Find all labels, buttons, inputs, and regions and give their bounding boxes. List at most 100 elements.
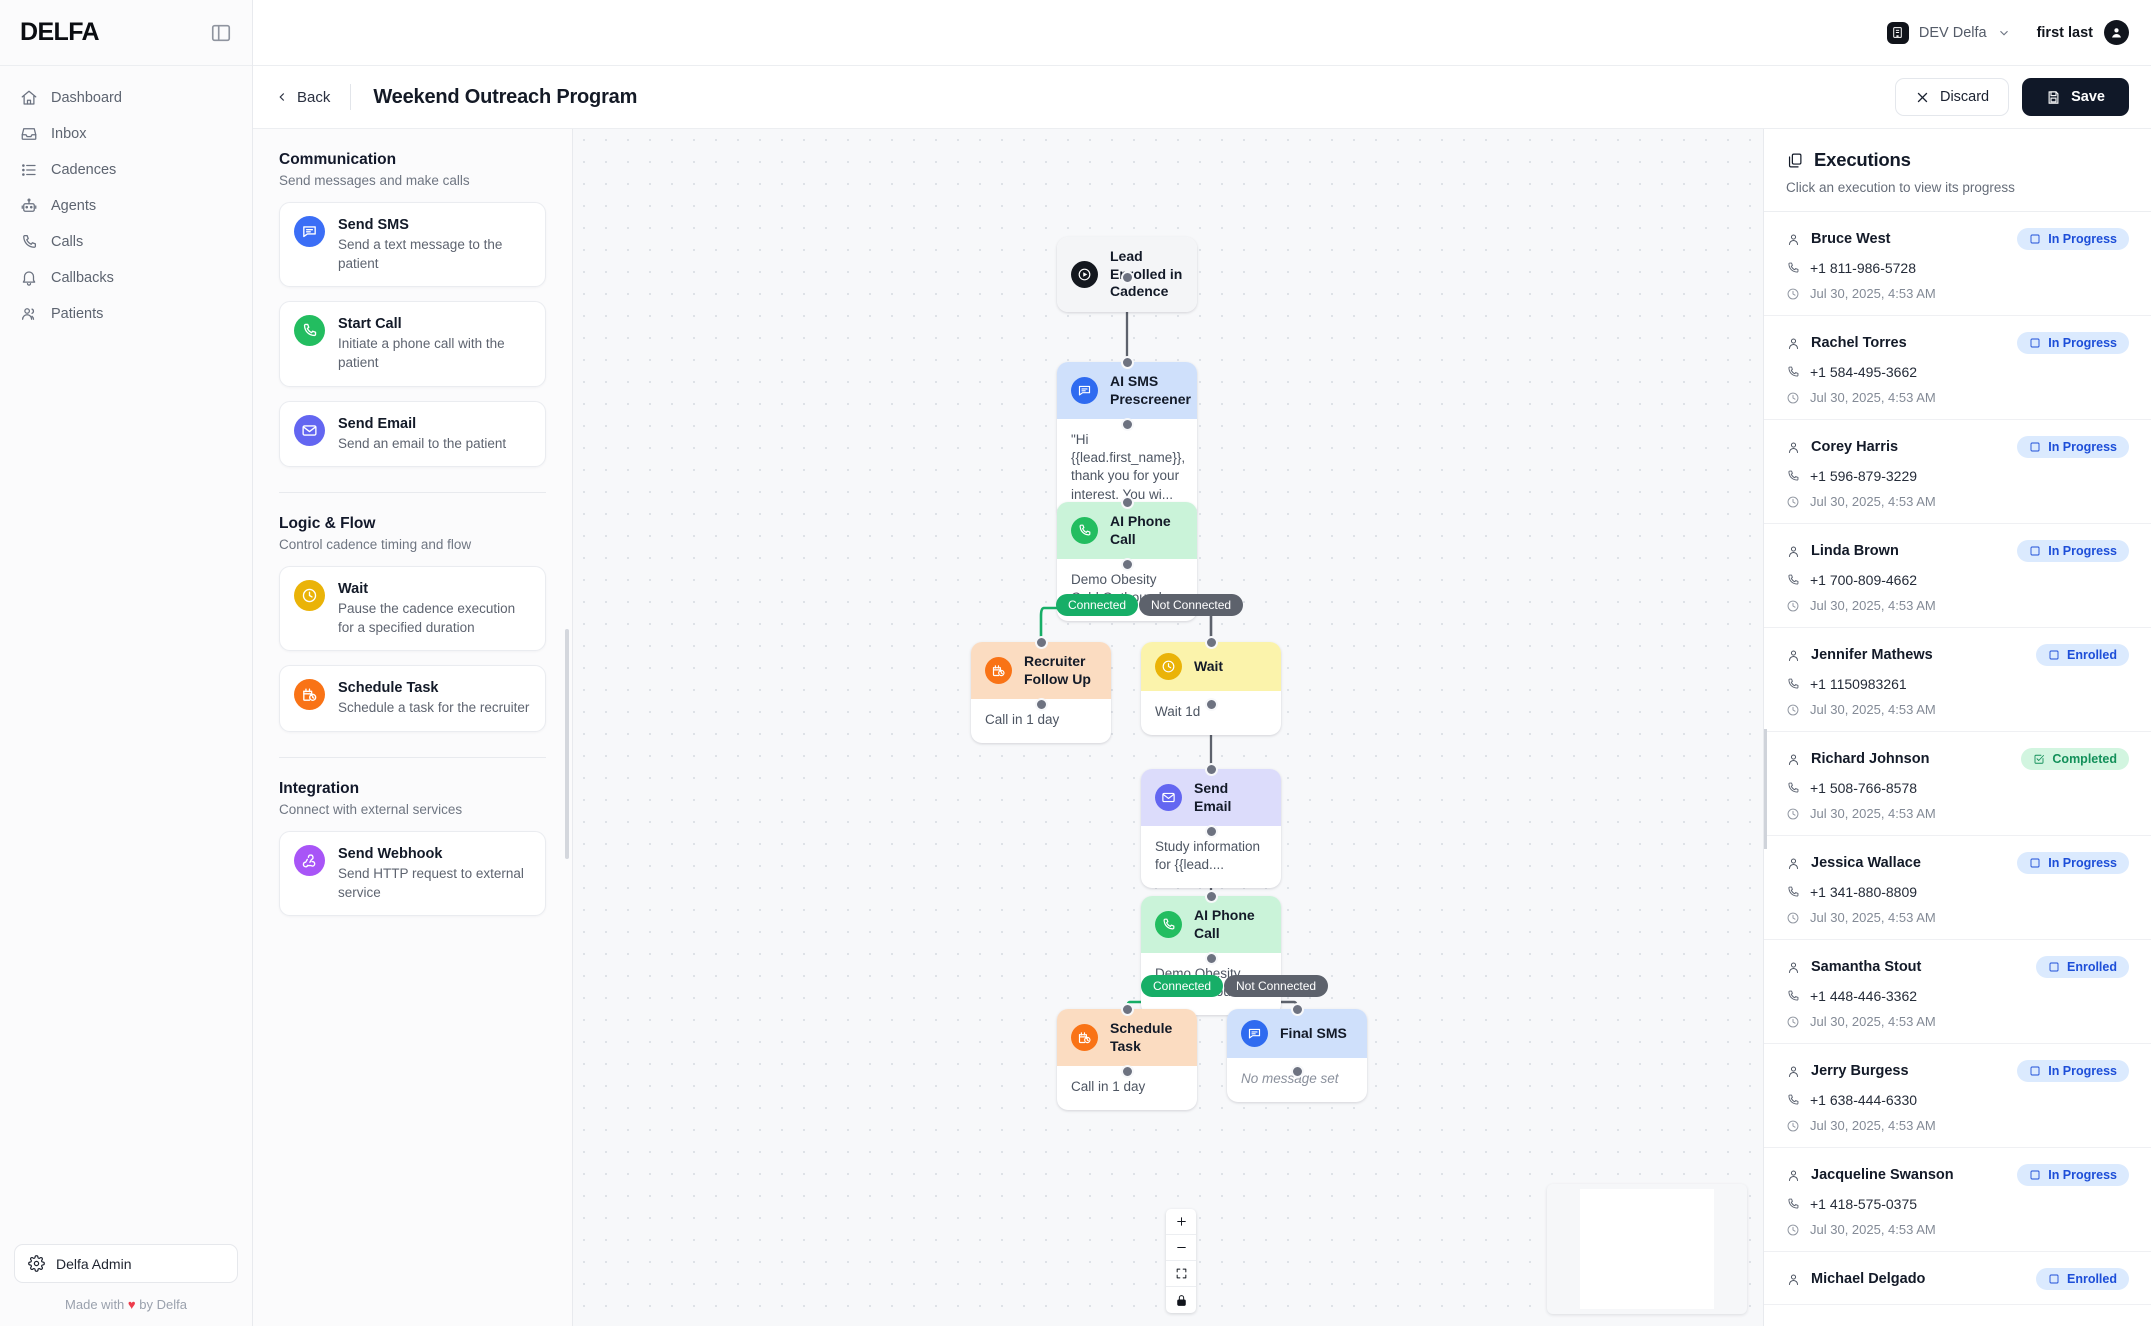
save-disk-icon <box>2048 90 2059 104</box>
execution-row[interactable]: Jessica Wallace In Progress +1 341-880-8… <box>1764 836 2151 940</box>
sidebar-item-callbacks[interactable]: Callbacks <box>0 260 252 296</box>
footer-suffix: by Delfa <box>139 1297 187 1312</box>
sidebar-item-agents[interactable]: Agents <box>0 188 252 224</box>
sidebar-item-dashboard[interactable]: Dashboard <box>0 80 252 116</box>
execution-row[interactable]: Richard Johnson Completed +1 508-766-857… <box>1764 732 2151 836</box>
admin-button[interactable]: Delfa Admin <box>14 1244 238 1283</box>
node-handle[interactable] <box>1204 951 1218 965</box>
zoom-out-icon[interactable] <box>1166 1235 1196 1261</box>
node-handle[interactable] <box>1204 824 1218 838</box>
flow-node-title: Schedule Task <box>1110 1020 1173 1054</box>
back-button[interactable]: Back <box>275 89 350 106</box>
zoom-in-icon[interactable] <box>1166 1209 1196 1235</box>
save-button-label: Save <box>2071 89 2105 105</box>
executions-scrollbar[interactable] <box>1764 729 1767 849</box>
phone-icon <box>1788 782 1799 793</box>
org-switcher[interactable]: DEV Delfa <box>1886 21 2011 44</box>
node-handle[interactable] <box>1034 697 1048 711</box>
chat-bubble-icon <box>1071 377 1098 404</box>
node-handle[interactable] <box>1120 270 1134 284</box>
execution-row[interactable]: Bruce West In Progress +1 811-986-5728 J… <box>1764 212 2151 316</box>
status-badge: In Progress <box>2017 852 2129 874</box>
node-handle[interactable] <box>1204 635 1218 649</box>
chevron-left-icon <box>279 93 285 101</box>
toolbar-divider <box>350 84 352 110</box>
execution-row[interactable]: Samantha Stout Enrolled +1 448-446-3362 … <box>1764 940 2151 1044</box>
execution-name: Jacqueline Swanson <box>1811 1167 1954 1183</box>
node-handle[interactable] <box>1034 635 1048 649</box>
node-handle[interactable] <box>1290 1064 1304 1078</box>
palette-group-title: Logic & Flow <box>279 515 376 533</box>
sidebar-item-calls[interactable]: Calls <box>0 224 252 260</box>
execution-row[interactable]: Linda Brown In Progress +1 700-809-4662 … <box>1764 524 2151 628</box>
minimap[interactable] <box>1547 1184 1747 1314</box>
panel-collapse-icon[interactable] <box>210 22 232 44</box>
status-badge: Completed <box>2021 748 2129 770</box>
sidebar-item-inbox[interactable]: Inbox <box>0 116 252 152</box>
node-handle[interactable] <box>1204 889 1218 903</box>
node-handle[interactable] <box>1120 417 1134 431</box>
status-badge-label: In Progress <box>2048 440 2117 454</box>
sidebar-item-cadences[interactable]: Cadences <box>0 152 252 188</box>
clock-icon <box>294 580 325 612</box>
status-badge-label: In Progress <box>2048 1064 2117 1078</box>
palette-card-title: Send Webhook <box>338 846 443 862</box>
fit-view-icon[interactable] <box>1166 1261 1196 1287</box>
discard-button[interactable]: Discard <box>1894 78 2010 116</box>
person-icon <box>1788 441 1799 453</box>
clock-icon <box>1787 288 1799 299</box>
node-handle[interactable] <box>1204 762 1218 776</box>
status-badge-label: In Progress <box>2048 856 2117 870</box>
execution-row[interactable]: Rachel Torres In Progress +1 584-495-366… <box>1764 316 2151 420</box>
palette-scrollbar[interactable] <box>565 629 569 859</box>
node-handle[interactable] <box>1120 1002 1134 1016</box>
made-with-footer: Made with ♥ by Delfa <box>14 1297 238 1312</box>
discard-button-label: Discard <box>1939 89 1990 105</box>
copy-stack-icon <box>1788 153 1802 167</box>
node-handle[interactable] <box>1120 1064 1134 1078</box>
execution-row[interactable]: Jacqueline Swanson In Progress +1 418-57… <box>1764 1148 2151 1252</box>
execution-row[interactable]: Jerry Burgess In Progress +1 638-444-633… <box>1764 1044 2151 1148</box>
execution-row[interactable]: Jennifer Mathews Enrolled +1 1150983261 … <box>1764 628 2151 732</box>
save-button[interactable]: Save <box>2022 78 2129 116</box>
node-handle[interactable] <box>1204 697 1218 711</box>
sidebar-item-patients[interactable]: Patients <box>0 296 252 332</box>
flow-node-sms1[interactable]: AI SMS Prescreener"Hi {{lead.first_name}… <box>1057 362 1197 518</box>
calendar-clock-icon <box>294 679 325 711</box>
calendar-clock-icon <box>985 657 1012 684</box>
phone-icon <box>1788 470 1799 481</box>
node-handle[interactable] <box>1120 557 1134 571</box>
building-icon <box>1886 21 1909 44</box>
flow-node-header: AI Phone Call <box>1057 502 1197 559</box>
status-badge: In Progress <box>2017 540 2129 562</box>
execution-row[interactable]: Corey Harris In Progress +1 596-879-3229… <box>1764 420 2151 524</box>
node-handle[interactable] <box>1290 1002 1304 1016</box>
envelope-icon <box>294 414 325 446</box>
palette-group-subtitle: Control cadence timing and flow <box>279 537 472 553</box>
execution-row[interactable]: Michael Delgado Enrolled <box>1764 1252 2151 1305</box>
node-handle[interactable] <box>1120 495 1134 509</box>
users-icon <box>20 305 38 323</box>
lock-icon[interactable] <box>1166 1287 1196 1313</box>
node-handle[interactable] <box>1120 355 1134 369</box>
user-menu[interactable]: first last <box>2037 20 2129 45</box>
execution-name: Jessica Wallace <box>1811 855 1921 871</box>
flow-node-body: No message set <box>1241 1071 1339 1086</box>
footer-prefix: Made with <box>65 1297 125 1312</box>
palette-group-title: Integration <box>279 780 360 797</box>
flow-node-body: Wait 1d <box>1155 704 1201 719</box>
execution-name: Bruce West <box>1811 231 1891 247</box>
